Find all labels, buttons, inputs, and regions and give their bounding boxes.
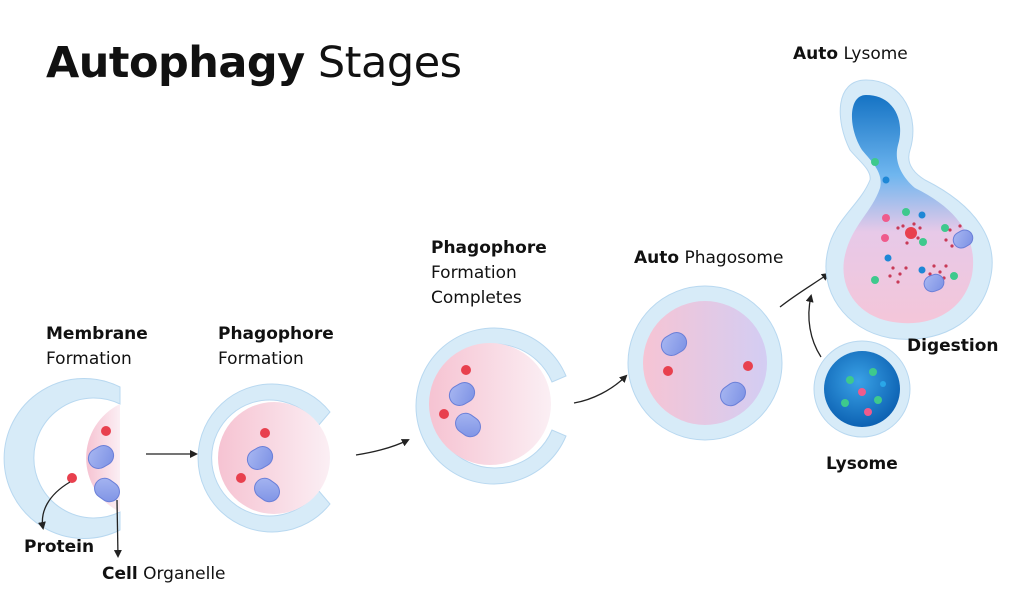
protein-dot bbox=[439, 409, 449, 419]
stage-arrow bbox=[355, 439, 410, 456]
protein-pointer bbox=[37, 481, 71, 530]
label-bold: Auto bbox=[793, 44, 839, 64]
label-light: Organelle bbox=[143, 564, 226, 584]
enzyme-dot bbox=[846, 376, 854, 384]
organelle bbox=[448, 382, 476, 406]
enzyme-dot bbox=[864, 408, 872, 416]
label-line: Completes bbox=[431, 288, 522, 308]
label-bold: Digestion bbox=[907, 336, 999, 356]
enzyme-dot bbox=[918, 211, 926, 219]
cell-body bbox=[218, 402, 330, 514]
organelle bbox=[94, 477, 120, 503]
membrane-formation-stage bbox=[3, 378, 121, 539]
enzyme-dot bbox=[884, 254, 892, 262]
protein-dot bbox=[260, 428, 270, 438]
enzyme-dot bbox=[882, 214, 890, 222]
membrane-crescent bbox=[3, 378, 121, 539]
enzyme-dot bbox=[881, 234, 889, 242]
label-line: Formation bbox=[218, 349, 304, 369]
label-protein: Protein bbox=[24, 535, 94, 560]
label-line: Phagophore bbox=[218, 324, 334, 344]
label-lysome: Lysome bbox=[826, 452, 898, 477]
label-bold: Protein bbox=[24, 537, 95, 557]
label-bold: Cell bbox=[102, 564, 138, 584]
label-bold: Lysome bbox=[826, 454, 898, 474]
label-line: Phagophore bbox=[431, 238, 547, 258]
protein-dot bbox=[67, 473, 77, 483]
enzyme-dot bbox=[902, 208, 910, 216]
enzyme-dot bbox=[918, 266, 926, 274]
enzyme-dot bbox=[869, 368, 877, 376]
protein-dot bbox=[743, 361, 753, 371]
organelle bbox=[923, 273, 945, 293]
label-phagophore-completes: Phagophore Formation Completes bbox=[431, 236, 547, 311]
stage-arrow bbox=[779, 272, 830, 308]
protein-dot bbox=[101, 426, 111, 436]
enzyme-dot bbox=[941, 224, 949, 232]
phagophore-membrane bbox=[197, 383, 331, 533]
organelle bbox=[720, 381, 746, 407]
enzyme-dot bbox=[874, 396, 882, 404]
label-membrane-formation: Membrane Formation bbox=[46, 322, 148, 372]
title-bold: Autophagy bbox=[46, 38, 305, 88]
organelle bbox=[952, 229, 974, 249]
enzyme-dot bbox=[919, 238, 927, 246]
protein-dot bbox=[461, 365, 471, 375]
phagophore-complete-stage bbox=[415, 327, 567, 485]
auto-lysome bbox=[825, 79, 993, 340]
enzyme-dot bbox=[950, 272, 958, 280]
phagophore-formation-stage bbox=[197, 383, 331, 533]
lysome-arrow bbox=[805, 294, 822, 358]
organelle bbox=[455, 412, 481, 438]
label-light: Lysome bbox=[843, 44, 908, 64]
enzyme-dot bbox=[871, 158, 879, 166]
enzyme-dot bbox=[858, 388, 866, 396]
organelle bbox=[246, 446, 274, 470]
organelle bbox=[87, 445, 115, 469]
label-auto-phagosome: Auto Phagosome bbox=[634, 246, 783, 271]
auto-phagosome-stage bbox=[627, 285, 783, 441]
enzyme-dot bbox=[841, 399, 849, 407]
enzyme-dot bbox=[882, 176, 890, 184]
organelle bbox=[254, 477, 280, 503]
label-light: Phagosome bbox=[684, 248, 784, 268]
protein-dot bbox=[236, 473, 246, 483]
label-line: Formation bbox=[46, 349, 132, 369]
organelle bbox=[660, 332, 688, 356]
label-phagophore-formation: Phagophore Formation bbox=[218, 322, 334, 372]
cell-body bbox=[429, 343, 551, 465]
title-light: Stages bbox=[317, 38, 462, 88]
label-bold: Auto bbox=[634, 248, 680, 268]
enzyme-dot bbox=[905, 227, 917, 239]
label-digestion: Digestion bbox=[907, 334, 999, 359]
stage-arrow bbox=[573, 374, 628, 404]
enzyme-dot bbox=[871, 276, 879, 284]
lysome bbox=[813, 340, 911, 438]
label-auto-lysome: Auto Lysome bbox=[793, 42, 908, 67]
label-line: Membrane bbox=[46, 324, 148, 344]
label-line: Formation bbox=[431, 263, 517, 283]
organelle-pointer bbox=[113, 499, 122, 558]
protein-dot bbox=[663, 366, 673, 376]
enzyme-dot bbox=[880, 381, 886, 387]
page-title: Autophagy Stages bbox=[46, 38, 462, 88]
label-cell-organelle: Cell Organelle bbox=[102, 562, 226, 587]
